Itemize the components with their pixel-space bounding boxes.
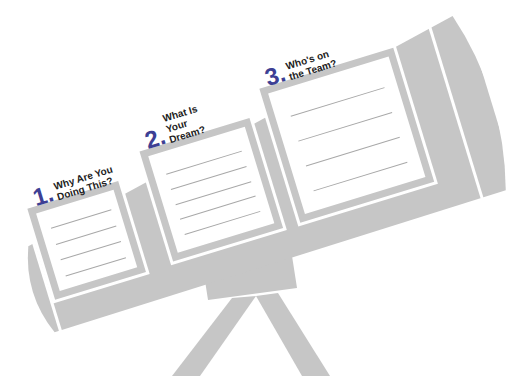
step-heading: Why Are You Doing This?	[52, 163, 118, 202]
writing-line	[291, 87, 385, 117]
writing-line	[66, 257, 127, 276]
writing-line	[306, 137, 400, 167]
writing-line	[313, 162, 407, 192]
box-header: 2.What Is Your Dream?	[139, 97, 226, 152]
step-number: 3.	[262, 62, 288, 89]
writing-line	[298, 112, 392, 142]
step-number: 2.	[143, 125, 169, 152]
cap-gap	[428, 21, 484, 205]
step-heading: Who's on the Team?	[284, 44, 348, 83]
step-heading: What Is Your Dream?	[161, 97, 226, 146]
box-header: 1.Why Are You Doing This?	[30, 163, 118, 209]
writing-line	[51, 209, 112, 228]
step-number: 1.	[30, 182, 56, 209]
box-header: 3.Who's on the Team?	[262, 44, 348, 89]
tripod-leg	[172, 296, 256, 376]
tube-body	[0, 12, 507, 335]
writing-line	[61, 241, 122, 260]
writing-line	[56, 226, 117, 245]
tripod-leg	[256, 293, 330, 376]
